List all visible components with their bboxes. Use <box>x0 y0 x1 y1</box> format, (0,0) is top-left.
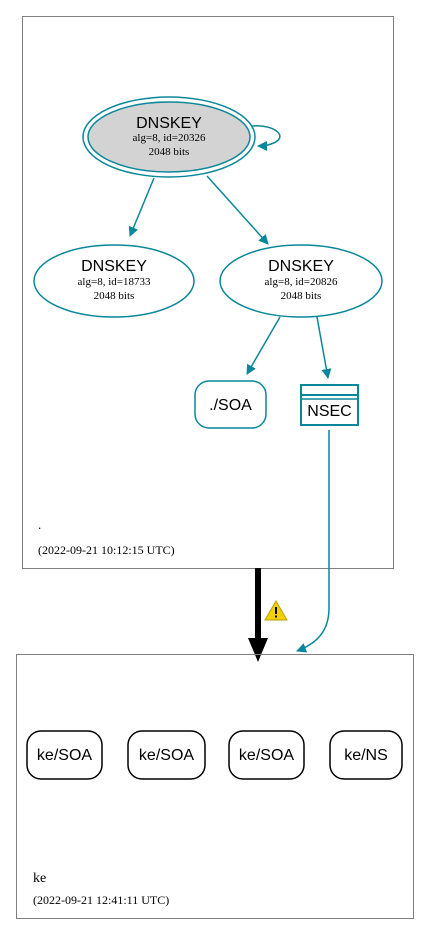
zsk-left-detail: alg=8, id=18733 <box>78 276 151 288</box>
ke-record-node[interactable]: ke/SOA <box>127 730 206 780</box>
root-zone-name: . <box>38 517 41 532</box>
ke-record-node[interactable]: ke/SOA <box>228 730 305 780</box>
ke-record-node[interactable]: ke/NS <box>329 730 403 780</box>
zsk-right-bits: 2048 bits <box>281 290 322 302</box>
root-zsk-left-node[interactable]: DNSKEY alg=8, id=18733 2048 bits <box>33 244 195 318</box>
zsk-right-type: DNSKEY <box>268 258 334 275</box>
root-soa-label: ./SOA <box>209 397 252 414</box>
root-ksk-node[interactable]: DNSKEY alg=8, id=20326 2048 bits <box>82 96 256 178</box>
ksk-self-signature-edge <box>251 125 281 151</box>
edge-ksk-to-zsk-left <box>128 177 155 237</box>
ke-record-node[interactable]: ke/SOA <box>26 730 103 780</box>
zsk-left-type: DNSKEY <box>81 258 147 275</box>
edge-nsec-to-ke-zone <box>296 430 330 653</box>
ke-zone-timestamp: (2022-09-21 12:41:11 UTC) <box>33 893 169 907</box>
edge-zsk-right-to-soa <box>246 316 281 375</box>
ke-record-label: ke/SOA <box>139 747 194 764</box>
ke-record-label: ke/SOA <box>239 747 294 764</box>
delegation-edge <box>248 568 268 662</box>
root-nsec-label: NSEC <box>307 403 351 420</box>
warning-icon <box>264 600 288 621</box>
ke-record-label: ke/NS <box>344 747 388 764</box>
ksk-bits: 2048 bits <box>149 146 190 158</box>
zsk-left-bits: 2048 bits <box>94 290 135 302</box>
ke-record-label: ke/SOA <box>37 747 92 764</box>
ksk-type: DNSKEY <box>136 115 202 132</box>
root-soa-node[interactable]: ./SOA <box>194 380 267 429</box>
root-zsk-right-node[interactable]: DNSKEY alg=8, id=20826 2048 bits <box>219 244 383 318</box>
root-zone-timestamp: (2022-09-21 10:12:15 UTC) <box>38 543 175 557</box>
edge-ksk-to-zsk-right <box>206 175 269 245</box>
ksk-detail: alg=8, id=20326 <box>133 132 206 144</box>
ke-zone-cluster <box>16 654 414 919</box>
root-zone-cluster <box>22 16 394 569</box>
root-nsec-node[interactable]: NSEC <box>300 384 359 426</box>
ke-zone-name: ke <box>33 871 46 886</box>
edge-zsk-right-to-nsec <box>316 316 332 379</box>
zsk-right-detail: alg=8, id=20826 <box>265 276 338 288</box>
